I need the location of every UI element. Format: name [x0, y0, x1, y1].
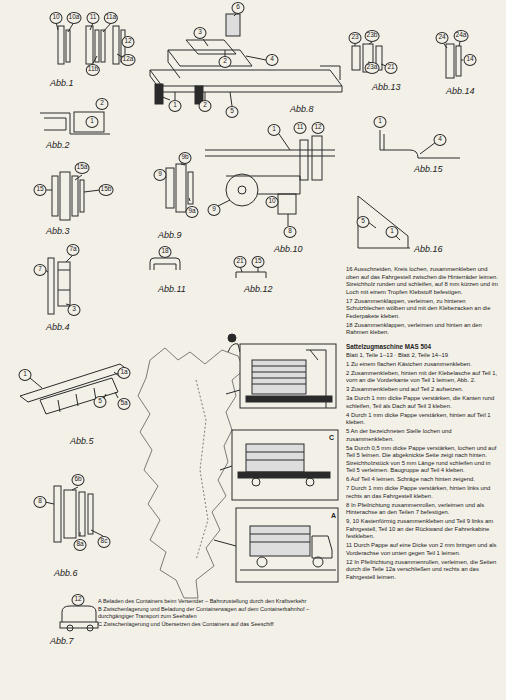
callout-number: 9a [186, 206, 199, 218]
callout-number: 11a [104, 12, 118, 24]
callout-number: 10 [266, 196, 279, 208]
figure-label: Abb.7 [50, 636, 74, 646]
figure-label: Abb.8 [290, 104, 314, 114]
callout-number: 2 [96, 98, 109, 110]
figure-label: Abb.2 [46, 140, 70, 150]
callout-number: 10 [50, 12, 63, 24]
callout-number: 5 [357, 216, 370, 228]
callout-number: 6b [72, 474, 85, 486]
callout-number: 1 [386, 226, 399, 238]
caption-text: A Beladen des Containers beim Versender … [98, 598, 334, 605]
panel-letter: C [328, 434, 335, 441]
figure-label: Abb.5 [70, 436, 94, 446]
instruction-text: 5 An der bezeichneten Stelle lochen und … [346, 428, 500, 443]
callout-number: 21 [385, 62, 398, 74]
instruction-column: 16 Ausschneiden, Kreis lochen, zusammenk… [346, 266, 500, 583]
callout-number: 7a [67, 244, 80, 256]
caption-text: C Zwischenlagerung und Übersetzen des Co… [98, 621, 334, 628]
callout-number: 1 [86, 116, 99, 128]
figure-label: Abb.9 [158, 230, 182, 240]
callout-number: 10a [67, 12, 82, 24]
callout-number: 1 [374, 116, 387, 128]
callout-number: 4 [434, 134, 447, 146]
callout-number: 8 [284, 226, 297, 238]
figure-label: Abb.13 [372, 82, 401, 92]
callout-number: 9 [208, 204, 221, 216]
instruction-text: 11 Durch Pappe auf eine Dicke von 2 mm b… [346, 542, 500, 557]
section-heading: Sattelzugmaschine MAS 504 [346, 343, 500, 351]
callout-number: 4 [266, 54, 279, 66]
callout-number: 5a [118, 398, 131, 410]
callout-number: 11 [87, 12, 100, 24]
callout-number: 8a [74, 539, 87, 551]
instruction-text: 4 Durch 1 mm dicke Pappe verstärken, hin… [346, 412, 500, 427]
callout-number: 3 [68, 304, 81, 316]
callout-number: 24a [454, 30, 469, 42]
callout-number: 24 [436, 32, 449, 44]
figure-label: Abb.12 [244, 284, 273, 294]
figure-label: Abb.1 [50, 78, 74, 88]
callout-number: 15 [34, 184, 47, 196]
callout-number: 14 [464, 54, 477, 66]
callout-number: 7 [34, 264, 47, 276]
callout-number: 2 [199, 100, 212, 112]
callout-number: 21 [234, 256, 247, 268]
callout-number: 11 [294, 122, 307, 134]
callout-number: 12 [312, 122, 325, 134]
instruction-text: 3a Durch 1 mm dicke Pappe verstärken, di… [346, 395, 500, 410]
callout-number: 9b [179, 152, 192, 164]
instruction-text: 3 Zusammenkleben und auf Teil 2 aufsetze… [346, 386, 500, 394]
instruction-text: 5a Durch 0,5 mm dicke Pappe verstärken, … [346, 445, 500, 475]
callout-number: 15 [252, 256, 265, 268]
instruction-text: 6 Auf Teil 4 leimen. Schräge nach hinten… [346, 476, 500, 484]
instruction-text: 12 In Pfeilrichtung zusammenrollen, verl… [346, 559, 500, 582]
callout-number: 18 [159, 246, 172, 258]
callout-number: 12a [121, 54, 136, 66]
instruction-text: 9, 10 Kastenförmig zusammenkleben und Te… [346, 518, 500, 541]
instruction-text: 7 Durch 1 mm dicke Pappe verstärken, hin… [346, 485, 500, 500]
callout-number: 5 [226, 106, 239, 118]
callout-number: 23b [365, 30, 380, 42]
figure-label: Abb.15 [414, 164, 443, 174]
instruction-text: 18 Zusammenklappen, verleimen und hinten… [346, 322, 500, 337]
callout-number: 2 [219, 56, 232, 68]
callout-number: 8 [34, 496, 47, 508]
instruction-text: 1 Zu einem flachen Kästchen zusammenkleb… [346, 361, 500, 369]
callout-number: 5 [94, 396, 107, 408]
callout-number: 11b [86, 64, 100, 76]
callout-number: 23 [349, 32, 362, 44]
figure-label: Abb.14 [446, 86, 475, 96]
callout-number: 12 [72, 594, 85, 606]
figure-label: Abb.11 [158, 284, 186, 294]
callout-number: 12 [122, 36, 135, 48]
callout-number: 6 [232, 2, 245, 14]
callout-number: 1 [268, 124, 281, 136]
callout-number: 15a [75, 162, 90, 174]
callout-number: 8c [98, 536, 111, 548]
panel-letter: A [330, 512, 337, 519]
figure-label: Abb.10 [274, 244, 303, 254]
callout-number: 1 [169, 100, 182, 112]
caption-column: A Beladen des Containers beim Versender … [98, 598, 334, 629]
callout-number: 23a [365, 62, 380, 74]
instruction-text: 16 Ausschneiden, Kreis lochen, zusammenk… [346, 266, 500, 296]
figure-label: Abb.3 [46, 226, 70, 236]
callout-number: 15b [99, 184, 114, 196]
instruction-text: Blatt 1, Teile 1–13 · Blatt 2, Teile 14–… [346, 352, 500, 360]
callout-number: 3 [194, 27, 207, 39]
figure-label: Abb.4 [46, 322, 70, 332]
instruction-text: 8 In Pfeilrichtung zusammenrollen, verle… [346, 502, 500, 517]
figure-label: Abb.6 [54, 568, 78, 578]
instruction-text: 2 Zusammenkleben, hinten mit der Klebela… [346, 370, 500, 385]
callout-number: 1 [19, 369, 32, 381]
caption-text: B Zwischenlagerung und Beladung der Cont… [98, 606, 334, 620]
instruction-text: 17 Zusammenklappen, verleimen, zu hinter… [346, 298, 500, 321]
figure-label: Abb.16 [414, 244, 443, 254]
callout-number: 9 [154, 169, 167, 181]
callout-number: 1a [118, 367, 131, 379]
